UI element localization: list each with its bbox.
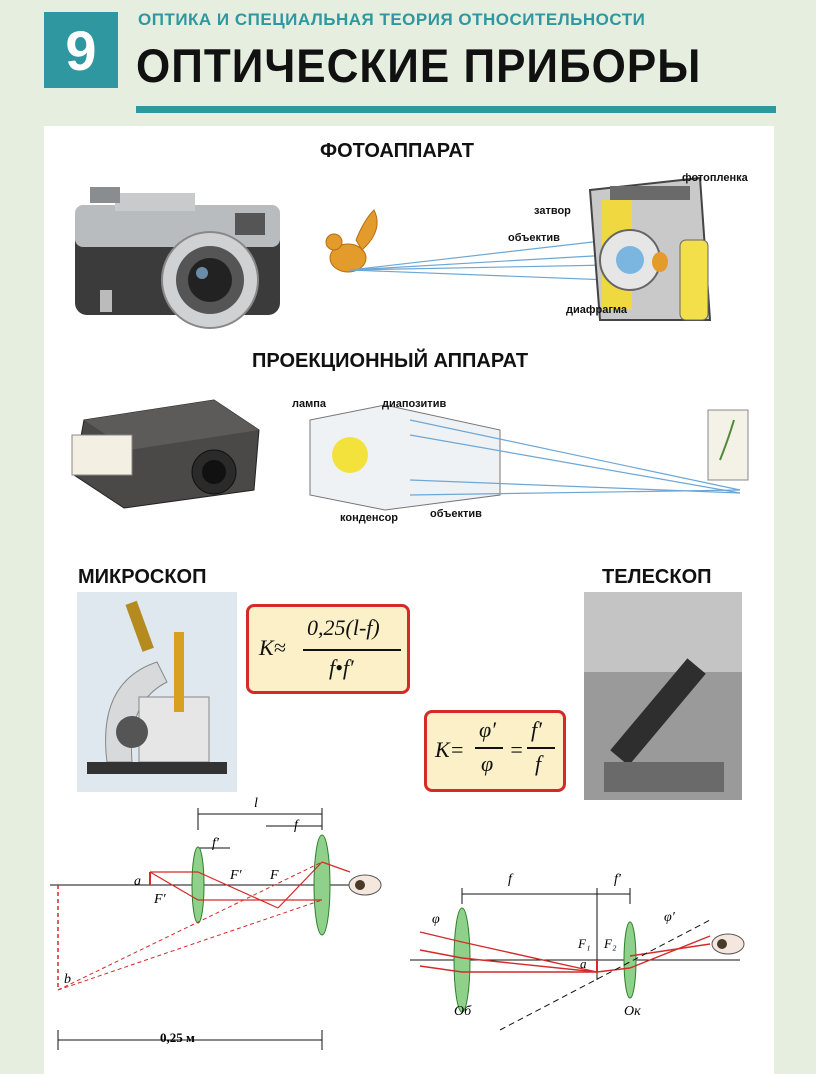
mic-F-label: F	[270, 868, 279, 883]
tel-eyepiece-label: Ок	[624, 1004, 641, 1019]
mic-l-label: l	[254, 796, 258, 811]
tel-f-label: f	[508, 872, 512, 887]
formula-numerator: 0,25(l-f)	[307, 615, 380, 640]
projector-heading: ПРОЕКЦИОННЫЙ АППАРАТ	[252, 350, 529, 372]
tel-phi1-label: φ′	[664, 910, 675, 925]
label-film: фотопленка	[682, 172, 748, 184]
camera-heading: ФОТОАППАРАТ	[320, 140, 475, 162]
mic-b-label: b	[64, 972, 71, 987]
label-lamp: лампа	[292, 398, 327, 410]
section-subtitle: ОПТИКА И СПЕЦИАЛЬНАЯ ТЕОРИЯ ОТНОСИТЕЛЬНО…	[138, 10, 646, 29]
fraction-bar	[527, 747, 555, 749]
mic-f1-label: f′	[212, 836, 219, 851]
tel-objective-label: Об	[454, 1004, 472, 1019]
microscope-photo	[77, 592, 237, 792]
formula-den1: φ	[481, 751, 494, 776]
section-number-badge: 9	[44, 12, 118, 88]
tel-phi-label: φ	[432, 912, 440, 927]
formula-eq: =	[509, 737, 524, 762]
formula-lhs: K≈	[259, 635, 286, 660]
mic-f-label: f	[294, 818, 298, 833]
label-diaphragm: диафрагма	[566, 304, 628, 316]
fraction-bar	[303, 649, 401, 651]
formula-denominator: f•f′	[329, 655, 354, 680]
formula-num2: f′	[531, 717, 542, 742]
formula-num1: φ′	[479, 717, 496, 742]
tel-F2-label: F₂	[604, 936, 617, 951]
microscope-formula: K≈ 0,25(l-f) f•f′	[246, 604, 410, 694]
projector-photo	[71, 399, 260, 509]
label-condenser: конденсор	[340, 512, 399, 524]
label-projector-lens: объектив	[430, 508, 482, 520]
telescope-photo	[584, 592, 742, 800]
mic-distance-label: 0,25 м	[160, 1030, 195, 1045]
microscope-ray-diagram	[50, 808, 382, 1050]
title-underline	[136, 106, 776, 113]
tel-a-label: a	[580, 956, 587, 971]
label-slide: диапозитив	[382, 398, 447, 410]
mic-F1-label: F′	[230, 868, 242, 883]
formula-lhs: K=	[435, 737, 465, 762]
page-title: ОПТИЧЕСКИЕ ПРИБОРЫ	[136, 40, 702, 93]
label-shutter: затвор	[534, 205, 571, 217]
telescope-formula: K= φ′ φ = f′ f	[424, 710, 566, 792]
tel-f1-label: f′	[614, 872, 621, 887]
projector-ray-diagram	[309, 404, 749, 511]
fraction-bar	[475, 747, 503, 749]
telescope-heading: ТЕЛЕСКОП	[602, 566, 712, 588]
mic-a-label: a	[134, 874, 141, 889]
telescope-ray-diagram	[410, 888, 745, 1031]
formula-den2: f	[535, 751, 542, 776]
microscope-heading: МИКРОСКОП	[78, 566, 207, 588]
mic-F1b-label: F′	[154, 892, 166, 907]
camera-ray-diagram	[325, 176, 712, 321]
camera-photo	[75, 187, 280, 329]
label-camera-lens: объектив	[508, 232, 560, 244]
tel-F1-label: F₁	[578, 936, 591, 951]
